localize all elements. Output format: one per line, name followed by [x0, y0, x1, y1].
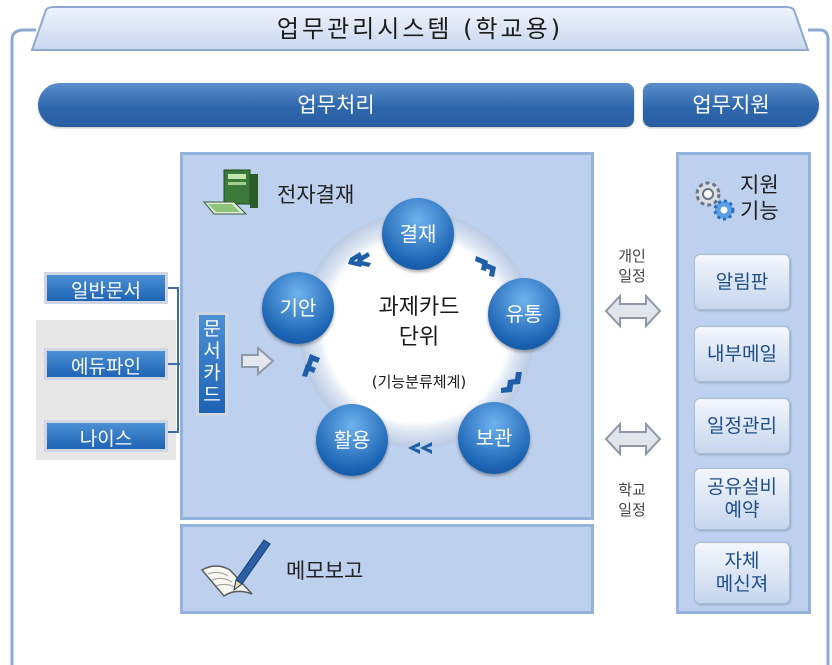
double-arrow-icon — [604, 421, 662, 457]
internal-mail-button[interactable]: 내부메일 — [694, 326, 790, 382]
computer-icon — [202, 169, 258, 215]
button-label: 일정관리 — [707, 414, 777, 437]
doc-neis[interactable]: 나이스 — [44, 420, 168, 452]
messenger-button[interactable]: 자체 메신져 — [694, 542, 790, 604]
school-schedule-label: 학교 일정 — [610, 480, 654, 520]
button-label-line2: 예약 — [724, 499, 760, 521]
gear-icon — [695, 181, 735, 221]
step-storage[interactable]: 보관 — [458, 402, 530, 474]
personal-schedule-label: 개인 일정 — [610, 246, 654, 286]
arrow-right-icon — [241, 346, 275, 376]
doc-card-char: 문 — [203, 318, 221, 340]
esign-label: 전자결재 — [277, 183, 355, 207]
process-header: 업무처리 — [38, 83, 634, 127]
step-distribution[interactable]: 유통 — [488, 278, 560, 350]
cycle-center-line1: 과제카드 — [378, 295, 460, 320]
button-label-line1: 공유설비 — [707, 476, 777, 498]
doc-card-char: 카 — [203, 362, 221, 384]
support-title: 지원 기능 — [740, 172, 800, 224]
doc-card[interactable]: 문 서 카 드 — [196, 312, 228, 416]
bulletin-board-button[interactable]: 알림판 — [694, 254, 790, 310]
doc-general[interactable]: 일반문서 — [44, 272, 168, 304]
cycle-center-sub: (기능분류체계) — [371, 373, 467, 391]
double-arrow-icon — [604, 293, 662, 329]
title-tab — [30, 6, 810, 51]
workflow-ring — [299, 212, 535, 454]
personal-schedule-line1: 개인 — [618, 247, 646, 265]
step-use[interactable]: 활용 — [316, 404, 388, 476]
support-title-line1: 지원 — [740, 173, 779, 197]
support-header: 업무지원 — [643, 83, 819, 127]
school-schedule-line2: 일정 — [618, 501, 646, 519]
facility-reservation-button[interactable]: 공유설비 예약 — [694, 468, 790, 530]
button-label: 알림판 — [715, 270, 769, 293]
button-label-line1: 자체 — [724, 550, 760, 572]
button-label-line2: 메신져 — [715, 573, 769, 595]
cycle-center-line2: 단위 — [398, 325, 440, 350]
button-label: 내부메일 — [707, 342, 777, 365]
memo-label: 메모보고 — [286, 559, 364, 583]
school-schedule-line1: 학교 — [618, 481, 646, 499]
cycle-center-title: 과제카드 단위 — [344, 293, 494, 353]
pen-paper-icon — [200, 539, 271, 597]
step-approval[interactable]: 결재 — [382, 198, 454, 270]
schedule-management-button[interactable]: 일정관리 — [694, 398, 790, 454]
support-title-line2: 기능 — [740, 199, 779, 223]
doc-edufine[interactable]: 에듀파인 — [44, 348, 168, 380]
page-title: 업무관리시스템 (학교용) — [276, 15, 564, 43]
step-draft[interactable]: 기안 — [262, 272, 334, 344]
doc-card-char: 서 — [203, 340, 221, 362]
doc-card-char: 드 — [203, 384, 221, 406]
personal-schedule-line2: 일정 — [618, 267, 646, 285]
support-panel — [676, 152, 811, 614]
